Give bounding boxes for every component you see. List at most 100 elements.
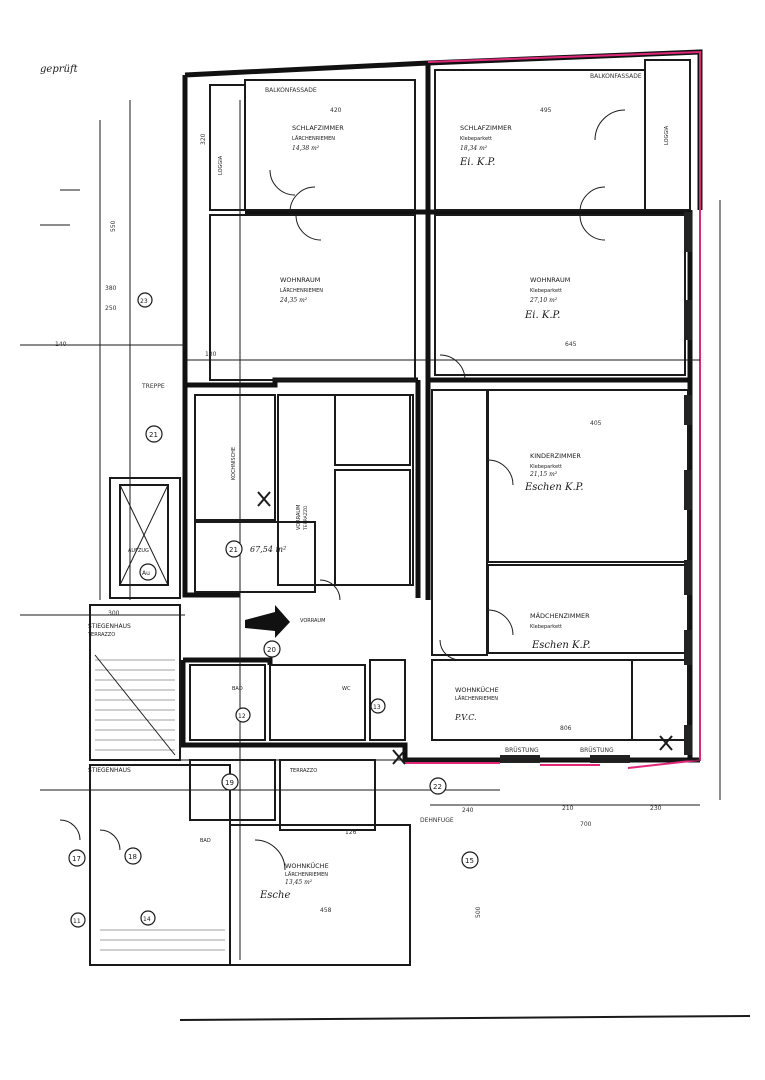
svg-text:WOHNRAUM: WOHNRAUM [530,276,570,284]
svg-text:LÄRCHENRIEMEN: LÄRCHENRIEMEN [280,287,323,294]
room-kochnische: KOCHNISCHE [231,447,237,480]
svg-text:TERRAZZO: TERRAZZO [289,768,317,774]
room-bad-2: BAD [200,838,211,844]
svg-text:TERRAZZO: TERRAZZO [87,632,115,638]
pink-highlight [405,50,701,769]
svg-text:18,34 m²: 18,34 m² [460,145,488,152]
svg-text:420: 420 [330,107,342,114]
room-loggia-2: LOGGIA [664,125,670,145]
svg-text:LOGGIA: LOGGIA [218,155,224,175]
svg-text:11: 11 [73,918,81,925]
svg-text:21,15 m²: 21,15 m² [529,471,558,478]
svg-text:19: 19 [225,779,234,787]
bottom-rule [179,1015,751,1021]
svg-text:12: 12 [238,713,246,720]
svg-text:Klebeparkett: Klebeparkett [530,288,562,294]
svg-text:LOGGIA: LOGGIA [664,125,670,145]
svg-text:18: 18 [128,853,137,861]
svg-text:BRÜSTUNG: BRÜSTUNG [505,747,539,754]
svg-text:SCHLAFZIMMER: SCHLAFZIMMER [460,124,512,132]
svg-text:700: 700 [580,821,592,828]
svg-text:27,10 m²: 27,10 m² [529,297,558,304]
svg-text:Eschen K.P.: Eschen K.P. [531,640,591,651]
room-kinderzimmer: KINDERZIMMER Klebeparkett 21,15 m² Esche… [524,452,584,493]
svg-text:20: 20 [267,646,276,654]
side-labels: BALKONFASSADE BALKONFASSADE DEHNFUGE TRE… [141,73,642,824]
svg-text:STIEGENHAUS: STIEGENHAUS [88,623,131,630]
stairs-hatching [94,654,225,951]
room-loggia-1: LOGGIA [218,155,224,175]
door-swings [59,109,626,871]
svg-text:BAD: BAD [200,838,211,844]
svg-text:495: 495 [540,107,552,114]
elevator-shaft: Au [119,484,169,586]
svg-text:405: 405 [590,420,602,427]
right-facade-windows [500,212,692,763]
svg-text:Au: Au [142,570,150,577]
svg-text:Klebeparkett: Klebeparkett [460,136,492,142]
svg-text:LÄRCHENRIEMEN: LÄRCHENRIEMEN [455,695,498,702]
svg-text:230: 230 [650,805,662,812]
room-wohnkueche-1: WOHNKÜCHE LÄRCHENRIEMEN P.V.C. [454,685,499,722]
dimension-lines [20,100,721,960]
svg-text:KOCHNISCHE: KOCHNISCHE [231,447,237,480]
cross-markers [257,491,673,765]
svg-text:VORRAUM: VORRAUM [296,505,302,530]
svg-text:LÄRCHENRIEMEN: LÄRCHENRIEMEN [285,871,328,878]
room-wohnkueche-2: WOHNKÜCHE LÄRCHENRIEMEN 13,45 m² Esche [259,861,329,901]
svg-text:WOHNKÜCHE: WOHNKÜCHE [455,685,499,694]
interior-walls [89,59,691,966]
svg-text:458: 458 [320,907,332,914]
svg-text:550: 550 [110,220,117,232]
room-wohnraum-2: WOHNRAUM Klebeparkett 27,10 m² Ei. K.P. [524,276,570,321]
svg-text:AUFZUG: AUFZUG [128,548,149,554]
room-vorzimmer: VORRAUM TERRAZZO [296,505,309,531]
svg-text:126: 126 [345,829,357,836]
svg-text:240: 240 [462,807,474,814]
svg-text:500: 500 [475,906,482,918]
room-maedchenzimmer: MÄDCHENZIMMER Klebeparkett Eschen K.P. [530,611,591,651]
svg-text:13: 13 [373,704,381,711]
svg-text:Klebeparkett: Klebeparkett [530,464,562,470]
svg-text:21: 21 [149,431,158,439]
svg-text:WC: WC [342,686,351,692]
svg-text:WOHNRAUM: WOHNRAUM [280,276,320,284]
svg-text:MÄDCHENZIMMER: MÄDCHENZIMMER [530,611,590,620]
svg-text:23: 23 [140,298,148,305]
svg-text:210: 210 [562,805,574,812]
room-wc: WC [342,686,351,692]
svg-text:250: 250 [105,305,117,312]
svg-text:Ei. K.P.: Ei. K.P. [459,157,495,168]
svg-text:Esche: Esche [259,890,290,901]
svg-text:806: 806 [560,725,572,732]
unit-area: 67,54 m² [250,545,286,554]
unit-markers: 21 21 20 19 22 17 18 15 11 14 23 12 13 [68,292,479,928]
room-stiegenhaus-2: STIEGENHAUS [88,767,131,774]
svg-text:SCHLAFZIMMER: SCHLAFZIMMER [292,124,344,132]
svg-text:24,35 m²: 24,35 m² [279,297,308,304]
svg-text:Eschen K.P.: Eschen K.P. [524,482,584,493]
stamp-text: geprüft [40,64,79,75]
margin-marks [40,160,101,226]
svg-text:TREPPE: TREPPE [141,383,165,390]
room-wohnraum-1: WOHNRAUM LÄRCHENRIEMEN 24,35 m² [279,276,323,304]
svg-text:BRÜSTUNG: BRÜSTUNG [580,747,614,754]
svg-text:17: 17 [72,855,81,863]
svg-text:BALKONFASSADE: BALKONFASSADE [590,73,642,80]
svg-text:320: 320 [200,133,207,145]
svg-text:WOHNKÜCHE: WOHNKÜCHE [285,861,329,870]
svg-text:140: 140 [55,341,67,348]
svg-text:14,38 m²: 14,38 m² [292,145,320,152]
svg-text:645: 645 [565,341,577,348]
svg-text:300: 300 [108,610,120,617]
svg-text:STIEGENHAUS: STIEGENHAUS [88,767,131,774]
room-schlafzimmer-2: SCHLAFZIMMER Klebeparkett 18,34 m² Ei. K… [459,124,512,168]
room-aufzug: AUFZUG [128,548,149,554]
room-stiegenhaus-1: STIEGENHAUS TERRAZZO [87,623,131,638]
svg-text:DEHNFUGE: DEHNFUGE [420,817,454,824]
svg-text:TERRAZZO: TERRAZZO [303,505,309,531]
svg-text:Ei. K.P.: Ei. K.P. [524,310,560,321]
entrance-arrow [245,605,290,638]
svg-text:380: 380 [105,285,117,292]
